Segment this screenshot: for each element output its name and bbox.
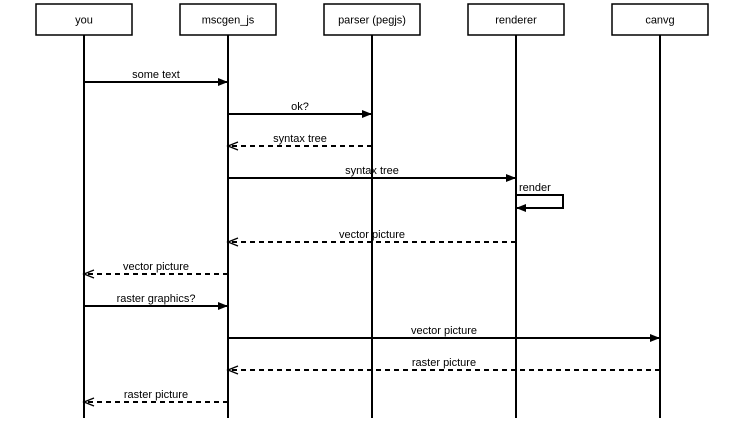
- participant-label-canvg: canvg: [645, 15, 674, 27]
- message-label-10: raster picture: [412, 357, 476, 369]
- message-label-4: syntax tree: [345, 165, 399, 177]
- participant-box-canvg: [611, 3, 709, 36]
- message-2: ok?: [228, 101, 372, 118]
- participants: you mscgen_js parser (pegjs) renderer canvg: [35, 3, 709, 418]
- message-label-7: vector picture: [123, 261, 189, 273]
- message-label-3: syntax tree: [273, 133, 327, 145]
- participant-label-renderer: renderer: [495, 15, 537, 27]
- participant-box-renderer: [467, 3, 565, 36]
- message-11: raster picture: [82, 389, 228, 407]
- message-label-5: render: [519, 182, 551, 194]
- message-label-1: some text: [132, 69, 180, 81]
- message-7: vector picture: [82, 261, 228, 279]
- participant-box-mscgen_js: [179, 3, 277, 36]
- message-label-11: raster picture: [124, 389, 188, 401]
- message-6: vector picture: [226, 229, 516, 247]
- message-label-6: vector picture: [339, 229, 405, 241]
- message-10: raster picture: [226, 357, 660, 375]
- participant-canvg: canvg: [611, 3, 709, 418]
- message-9: vector picture: [228, 325, 660, 342]
- participant-box-you: [35, 3, 133, 36]
- message-1: some text: [84, 69, 228, 86]
- participant-you: you: [35, 3, 133, 418]
- message-3: syntax tree: [226, 133, 372, 151]
- message-label-2: ok?: [291, 101, 309, 113]
- participant-label-parser: parser (pegjs): [338, 15, 406, 27]
- message-label-8: raster graphics?: [117, 293, 196, 305]
- participant-renderer: renderer: [467, 3, 565, 418]
- participant-mscgen_js: mscgen_js: [179, 3, 277, 418]
- message-5: render: [516, 182, 564, 212]
- message-4: syntax tree: [228, 165, 516, 182]
- participant-label-you: you: [75, 15, 93, 27]
- message-8: raster graphics?: [84, 293, 228, 310]
- messages: some text ok? syntax tree syntax tree render…: [82, 69, 660, 407]
- message-label-9: vector picture: [411, 325, 477, 337]
- message-arrow-5: [516, 194, 564, 212]
- participant-label-mscgen_js: mscgen_js: [202, 15, 255, 27]
- participant-box-parser: [323, 3, 421, 36]
- participant-parser: parser (pegjs): [323, 3, 421, 418]
